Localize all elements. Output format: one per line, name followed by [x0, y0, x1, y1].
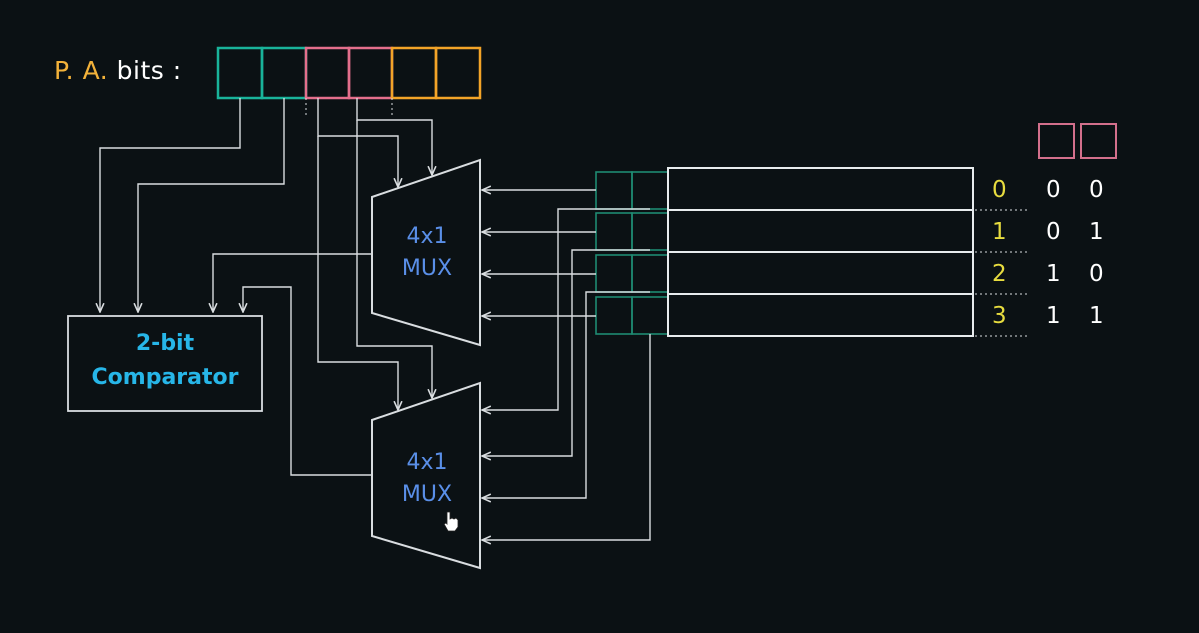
- mux-bottom-label-line1: 4x1: [406, 450, 448, 475]
- row-1-bit-1: 0: [1046, 219, 1061, 245]
- pa-label-p: P.: [54, 56, 75, 85]
- wires: [100, 98, 651, 540]
- pa-label-a: A.: [82, 56, 109, 85]
- row-0-bit-1: 0: [1046, 177, 1061, 203]
- row-1-bit-2: 1: [1089, 219, 1104, 245]
- mux-bottom-shape: [371, 381, 481, 570]
- row-2-bit-1: 1: [1046, 261, 1061, 287]
- row-index-1: 1: [992, 219, 1007, 245]
- pa-bit-boxes: [216, 46, 482, 118]
- pa-bits-label: P. A. bits :: [54, 56, 182, 85]
- row-index-0: 0: [992, 177, 1007, 203]
- comparator-label-line1: 2-bit: [135, 331, 195, 356]
- pa-label-rest: bits :: [116, 56, 182, 85]
- row-3-bit-2: 1: [1089, 303, 1104, 329]
- comparator-label-line2: Comparator: [91, 365, 239, 390]
- index-header-box-2: [1080, 123, 1117, 159]
- row-0-bit-2: 0: [1089, 177, 1104, 203]
- row-2-bit-2: 0: [1089, 261, 1104, 287]
- row-index-2: 2: [992, 261, 1007, 287]
- mux-bottom-label-line2: MUX: [401, 482, 453, 507]
- mux-top-label-line2: MUX: [401, 256, 453, 281]
- tag-cells: [595, 171, 669, 335]
- index-header-box-1: [1038, 123, 1075, 159]
- cache-lines: [667, 167, 974, 337]
- row-dotted-guides: [975, 209, 1030, 337]
- row-3-bit-1: 1: [1046, 303, 1061, 329]
- mux-top-shape: [371, 158, 481, 347]
- mux-top-label-line1: 4x1: [406, 224, 448, 249]
- row-index-3: 3: [992, 303, 1007, 329]
- comparator-box: [67, 315, 263, 412]
- hand-cursor-icon: [443, 511, 459, 532]
